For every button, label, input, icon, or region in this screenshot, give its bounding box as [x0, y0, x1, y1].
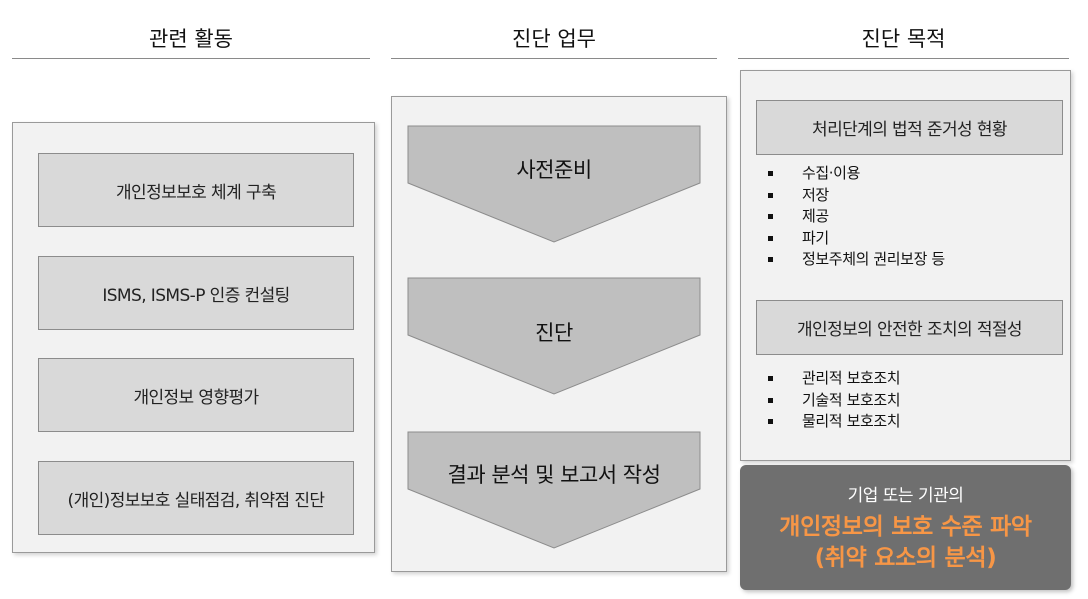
safety-measures-list: 관리적 보호조치 기술적 보호조치 물리적 보호조치: [768, 368, 901, 433]
chevron-shape: [407, 125, 701, 243]
list-item: 제공: [768, 206, 945, 228]
activity-box: 개인정보 영향평가: [38, 358, 354, 432]
result-main-line: 개인정보의 보호 수준 파악: [779, 514, 1032, 540]
purpose-section-legal-compliance: 처리단계의 법적 준거성 현황: [756, 100, 1063, 155]
task-label: 결과 분석 및 보고서 작성: [447, 463, 661, 487]
legal-compliance-list: 수집·이용 저장 제공 파기 정보주체의 권리보장 등: [768, 163, 945, 271]
header-diagnosis-tasks: 진단 업무: [391, 18, 717, 59]
result-box: 기업 또는 기관의 개인정보의 보호 수준 파악 (취약 요소의 분석): [740, 465, 1071, 590]
header-diagnosis-purpose-label: 진단 목적: [861, 27, 946, 51]
purpose-section-safety-measures: 개인정보의 안전한 조치의 적절성: [756, 300, 1063, 355]
activity-label: 개인정보보호 체계 구축: [115, 182, 277, 203]
list-item: 수집·이용: [768, 163, 945, 185]
list-item: 물리적 보호조치: [768, 411, 901, 433]
task-chevron-prepare: 사전준비: [407, 125, 701, 243]
result-main-line: (취약 요소의 분석): [814, 545, 997, 571]
chevron-shape: [407, 277, 701, 395]
task-label: 진단: [535, 321, 573, 345]
header-related-activities-label: 관련 활동: [149, 27, 233, 51]
list-item: 관리적 보호조치: [768, 368, 901, 390]
header-related-activities: 관련 활동: [12, 18, 370, 59]
activity-label: 개인정보 영향평가: [133, 387, 259, 408]
activity-label: ISMS, ISMS-P 인증 컨설팅: [102, 285, 290, 306]
list-item: 저장: [768, 185, 945, 207]
activity-box: ISMS, ISMS-P 인증 컨설팅: [38, 256, 354, 330]
purpose-section-title: 처리단계의 법적 준거성 현황: [812, 120, 1008, 140]
list-item: 정보주체의 권리보장 등: [768, 249, 945, 271]
task-label: 사전준비: [516, 158, 592, 182]
purpose-section-title: 개인정보의 안전한 조치의 적절성: [797, 320, 1023, 340]
activity-label: (개인)정보보호 실태점검, 취약점 진단: [67, 490, 325, 511]
activity-box: (개인)정보보호 실태점검, 취약점 진단: [38, 461, 354, 535]
result-subtitle: 기업 또는 기관의: [847, 486, 964, 506]
activity-box: 개인정보보호 체계 구축: [38, 153, 354, 227]
list-item: 파기: [768, 228, 945, 250]
task-chevron-diagnose: 진단: [407, 277, 701, 395]
task-chevron-report: 결과 분석 및 보고서 작성: [407, 431, 701, 549]
header-diagnosis-purpose: 진단 목적: [738, 18, 1069, 59]
chevron-shape: [407, 431, 701, 549]
header-diagnosis-tasks-label: 진단 업무: [512, 27, 596, 51]
list-item: 기술적 보호조치: [768, 390, 901, 412]
